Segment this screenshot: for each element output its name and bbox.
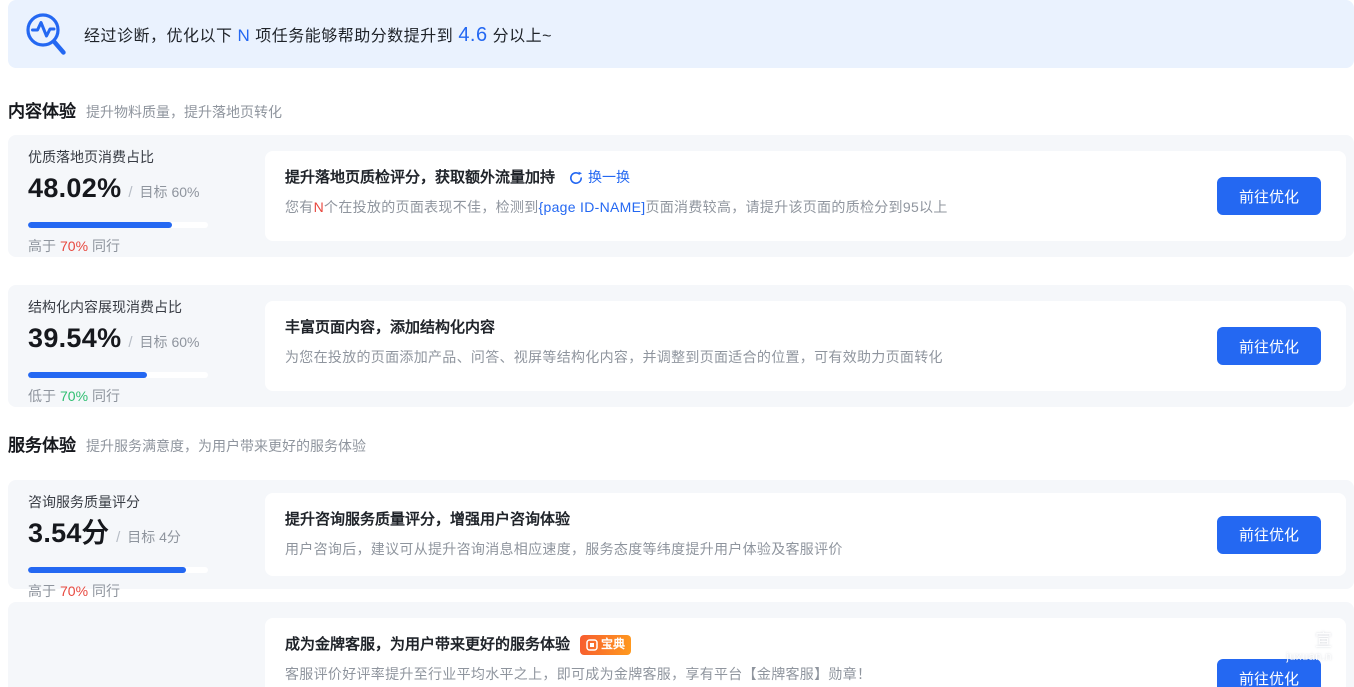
metric-target: 目标 60% (139, 334, 200, 350)
banner-text-after: 分以上~ (492, 27, 552, 45)
section-header-content-experience: 内容体验 提升物料质量，提升落地页转化 (8, 101, 1354, 123)
go-optimize-button[interactable]: 前往优化 (1217, 659, 1321, 687)
metric-separator: / (128, 184, 133, 201)
task-description: 您有N个在投放的页面表现不佳，检测到{page ID-NAME]页面消费较高，请… (285, 199, 948, 215)
banner-task-count: N (237, 25, 251, 45)
metric-value: 48.02% (28, 173, 122, 203)
progress-fill (28, 372, 147, 378)
metric-separator: / (116, 529, 121, 546)
peer-percent: 70% (60, 388, 89, 404)
handbook-badge[interactable]: 宝典 (580, 634, 632, 655)
metric-label: 结构化内容展现消费占比 (28, 299, 182, 315)
task-row-gold-medal-service: 成为金牌客服，为用户带来更好的服务体验 宝典 客服评价好评率提升至行业平均水平之… (8, 602, 1354, 687)
task-card: 提升落地页质检评分，获取额外流量加持 换一换 您有N个在投放的页面表现不佳，检测… (265, 151, 1346, 241)
diagnosis-magnifier-icon (24, 11, 68, 58)
go-optimize-button[interactable]: 前往优化 (1217, 177, 1321, 215)
peer-percent: 70% (60, 238, 89, 254)
refresh-icon (570, 171, 583, 184)
metric-value: 3.54分 (28, 518, 110, 548)
task-description: 客服评价好评率提升至行业平均水平之上，即可成为金牌客服，享有平台【金牌客服】勋章… (285, 666, 872, 682)
section-subtitle: 提升服务满意度，为用户带来更好的服务体验 (86, 438, 366, 454)
go-optimize-button[interactable]: 前往优化 (1217, 515, 1321, 554)
task-title: 提升咨询服务质量评分，增强用户咨询体验 (285, 511, 571, 528)
metric-separator: / (128, 334, 133, 351)
progress-bar (28, 372, 208, 378)
task-card: 丰富页面内容，添加结构化内容 为您在投放的页面添加产品、问答、视屏等结构化内容，… (265, 301, 1346, 391)
banner-text-before: 经过诊断，优化以下 (84, 27, 233, 45)
go-optimize-button[interactable]: 前往优化 (1217, 327, 1321, 365)
metric-label: 优质落地页消费占比 (28, 149, 154, 165)
task-title: 成为金牌客服，为用户带来更好的服务体验 (285, 636, 571, 653)
banner-target-score: 4.6 (458, 23, 488, 46)
progress-bar (28, 222, 208, 228)
metric-target: 目标 60% (139, 184, 200, 200)
desc-page-count: N (313, 199, 325, 215)
metric-label: 咨询服务质量评分 (28, 494, 140, 510)
task-card: 提升咨询服务质量评分，增强用户咨询体验 用户咨询后，建议可从提升咨询消息相应速度… (265, 493, 1346, 576)
desc-page-token: {page ID-NAME] (538, 199, 646, 215)
metric-target: 目标 4分 (127, 529, 181, 545)
metric-value: 39.54% (28, 323, 122, 353)
task-description: 用户咨询后，建议可从提升咨询消息相应速度，服务态度等纬度提升用户体验及客服评价 (285, 541, 843, 557)
task-title: 丰富页面内容，添加结构化内容 (285, 319, 496, 336)
handbook-icon (586, 638, 598, 651)
swap-task-link[interactable]: 换一换 (569, 167, 630, 188)
task-description: 为您在投放的页面添加产品、问答、视屏等结构化内容，并调整到页面适合的位置，可有效… (285, 349, 943, 365)
section-title: 内容体验 (8, 102, 76, 121)
progress-bar (28, 567, 208, 573)
section-header-service-experience: 服务体验 提升服务满意度，为用户带来更好的服务体验 (8, 435, 1354, 457)
section-subtitle: 提升物料质量，提升落地页转化 (86, 104, 282, 120)
progress-fill (28, 222, 172, 228)
progress-fill (28, 567, 187, 573)
banner-text-mid: 项任务能够帮助分数提升到 (255, 27, 454, 45)
peer-percent: 70% (60, 583, 89, 599)
section-title: 服务体验 (8, 436, 76, 455)
task-title: 提升落地页质检评分，获取额外流量加持 (285, 169, 556, 186)
task-card: 成为金牌客服，为用户带来更好的服务体验 宝典 客服评价好评率提升至行业平均水平之… (265, 618, 1346, 687)
